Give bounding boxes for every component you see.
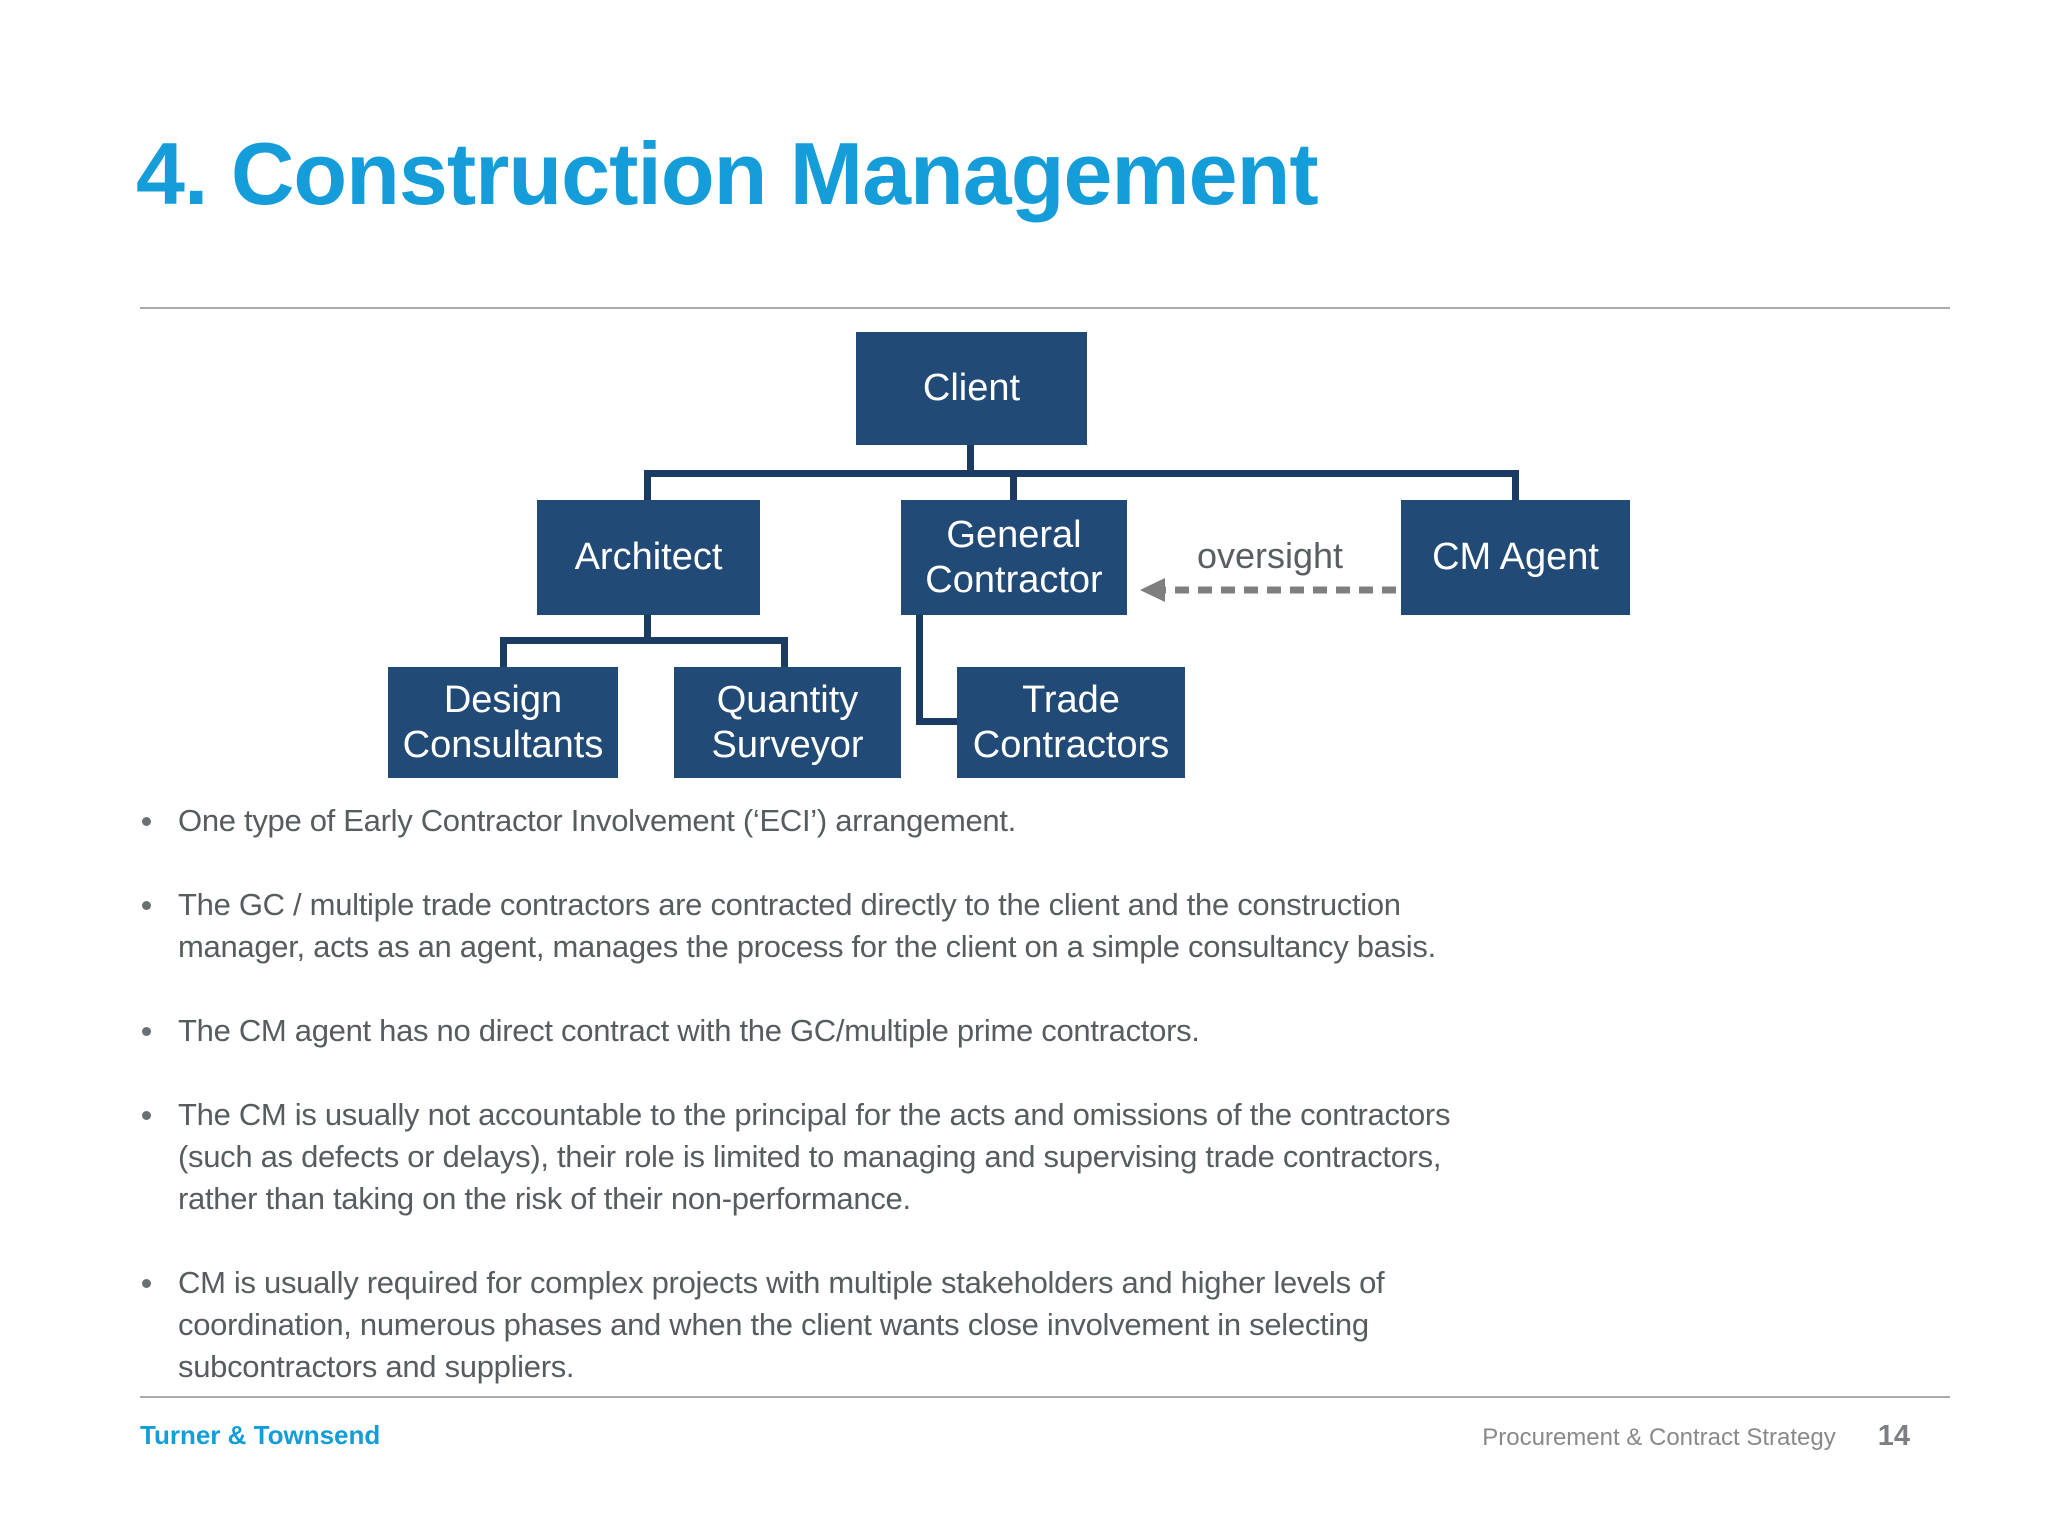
- footer-right: Procurement & Contract Strategy 14: [1482, 1420, 1910, 1453]
- page-title: 4. Construction Management: [136, 124, 1319, 223]
- node-trade-contractors: Trade Contractors: [957, 667, 1185, 778]
- connector-gc-drop: [916, 613, 923, 725]
- bullet-item: One type of Early Contractor Involvement…: [140, 800, 1640, 842]
- connector-client-stub: [967, 444, 974, 472]
- connector-architect-stub: [644, 470, 651, 503]
- connector-gc-elbow: [916, 718, 960, 725]
- connector-qs-stub: [781, 637, 788, 670]
- connector-dc-stub: [500, 637, 507, 670]
- connector-top-bar: [644, 470, 1519, 477]
- bullet-item: The CM is usually not accountable to the…: [140, 1094, 1640, 1220]
- connector-mid-bar: [500, 637, 788, 644]
- bullet-item: CM is usually required for complex proje…: [140, 1262, 1640, 1388]
- footer-page-number: 14: [1877, 1420, 1910, 1452]
- node-design-consultants: Design Consultants: [388, 667, 618, 778]
- connector-gc-stub: [1010, 470, 1017, 503]
- connector-cm-stub: [1512, 470, 1519, 503]
- bullet-list: One type of Early Contractor Involvement…: [140, 800, 1640, 1430]
- oversight-label: oversight: [1196, 535, 1344, 576]
- connector-architect-down: [644, 613, 651, 641]
- footer-deck-title: Procurement & Contract Strategy: [1482, 1424, 1836, 1451]
- bullet-item: The CM agent has no direct contract with…: [140, 1010, 1640, 1052]
- node-quantity-surveyor: Quantity Surveyor: [674, 667, 901, 778]
- oversight-arrow: [1140, 578, 1396, 602]
- node-client: Client: [856, 332, 1087, 445]
- bullet-item: The GC / multiple trade contractors are …: [140, 884, 1640, 968]
- node-general-contractor: General Contractor: [901, 500, 1127, 615]
- node-cm-agent: CM Agent: [1401, 500, 1630, 615]
- divider-top: [140, 307, 1950, 309]
- footer-company: Turner & Townsend: [140, 1420, 381, 1450]
- divider-bottom: [140, 1396, 1950, 1398]
- node-architect: Architect: [537, 500, 760, 615]
